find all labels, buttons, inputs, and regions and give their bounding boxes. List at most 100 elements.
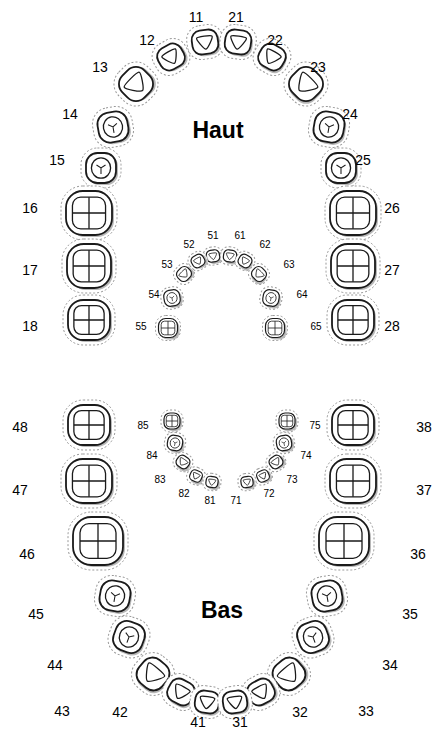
occlusal-outline — [74, 306, 104, 335]
fissure-lines — [123, 633, 135, 645]
occlusal-outline — [161, 321, 175, 335]
incisal-outline — [227, 696, 243, 710]
tooth-crown — [190, 28, 219, 55]
gum-outline — [81, 148, 121, 188]
gum-outline — [237, 472, 257, 491]
tooth-crown — [279, 413, 295, 429]
occlusal-outline — [116, 624, 141, 650]
tooth-crown — [255, 468, 271, 483]
tooth-number: 25 — [355, 153, 371, 167]
tooth-crown — [275, 434, 292, 451]
tooth-crown — [189, 253, 206, 270]
jaw-label: Haut — [192, 119, 243, 142]
tooth-number: 17 — [22, 263, 38, 277]
tooth-number: 74 — [300, 451, 311, 461]
fissure-lines — [336, 465, 369, 497]
tooth-crown — [223, 28, 252, 55]
gum-outline — [92, 573, 138, 619]
tooth-number: 81 — [204, 496, 215, 506]
tooth-number: 61 — [234, 231, 245, 241]
tooth-number: 48 — [12, 420, 28, 434]
tooth-crown — [332, 405, 374, 445]
tooth — [159, 285, 184, 310]
tooth-crown — [98, 579, 133, 614]
tooth-number: 18 — [22, 319, 38, 333]
tooth — [326, 239, 380, 293]
tooth-number: 21 — [228, 10, 244, 24]
fissure-lines — [308, 633, 320, 645]
tooth — [68, 512, 128, 570]
occlusal-outline — [102, 115, 124, 138]
incisal-outline — [196, 35, 213, 50]
tooth-crown — [114, 62, 158, 106]
tooth-crown — [312, 110, 347, 145]
tooth-crown — [66, 459, 112, 503]
tooth-crown — [222, 689, 249, 714]
gum-outline — [304, 573, 350, 619]
fissure-lines — [73, 250, 105, 282]
tooth-number: 72 — [263, 489, 274, 499]
fissure-lines — [110, 592, 120, 602]
tooth-crown — [166, 434, 183, 451]
fissure-lines — [172, 441, 177, 446]
gum-outline — [63, 400, 115, 450]
gum-outline — [159, 285, 184, 310]
incisal-outline — [208, 479, 216, 486]
tooth — [92, 573, 138, 619]
tooth-crown — [66, 191, 112, 235]
tooth-crown — [326, 153, 356, 183]
fissure-lines — [74, 306, 104, 335]
tooth-number: 14 — [62, 107, 78, 121]
tooth-crown — [154, 40, 189, 74]
tooth-number: 83 — [154, 475, 165, 485]
tooth-crown — [319, 517, 369, 565]
tooth-number: 33 — [358, 704, 374, 718]
occlusal-outline — [91, 158, 110, 178]
gum-outline — [326, 239, 380, 293]
tooth-number: 41 — [190, 715, 206, 729]
tooth-number: 11 — [189, 10, 204, 24]
gum-outline — [263, 316, 288, 341]
incisal-outline — [253, 268, 265, 280]
tooth — [327, 400, 379, 450]
gum-outline — [63, 295, 115, 345]
fissure-lines — [72, 465, 105, 497]
tooth-number: 71 — [230, 496, 241, 506]
fissure-lines — [336, 197, 369, 229]
tooth — [325, 186, 381, 240]
tooth — [321, 148, 361, 188]
occlusal-outline — [73, 250, 105, 282]
tooth-number: 42 — [112, 705, 128, 719]
tooth — [237, 472, 257, 491]
tooth — [276, 410, 298, 432]
gum-outline — [68, 512, 128, 570]
tooth-number: 13 — [92, 60, 108, 74]
incisal-outline — [177, 457, 188, 467]
tooth-number: 23 — [310, 60, 326, 74]
tooth-number: 34 — [382, 658, 398, 672]
occlusal-outline — [72, 465, 105, 497]
gum-outline — [156, 316, 181, 341]
occlusal-outline — [281, 415, 293, 427]
occlusal-outline — [338, 306, 368, 335]
occlusal-outline — [336, 465, 369, 497]
occlusal-outline — [74, 411, 104, 440]
incisal-outline — [209, 253, 218, 261]
fissure-lines — [166, 415, 178, 427]
tooth-crown — [86, 153, 116, 183]
tooth-number: 51 — [207, 231, 218, 241]
incisal-outline — [292, 71, 319, 98]
gum-outline — [90, 104, 136, 150]
tooth-number: 28 — [384, 319, 400, 333]
occlusal-outline — [338, 411, 368, 440]
tooth-number: 35 — [402, 607, 418, 621]
occlusal-outline — [316, 584, 338, 607]
tooth — [277, 55, 335, 113]
tooth — [218, 23, 258, 62]
tooth-crown — [249, 264, 268, 283]
fissure-lines — [161, 321, 175, 335]
tooth — [62, 239, 116, 293]
tooth-crown — [267, 453, 285, 470]
fissure-lines — [337, 165, 346, 174]
